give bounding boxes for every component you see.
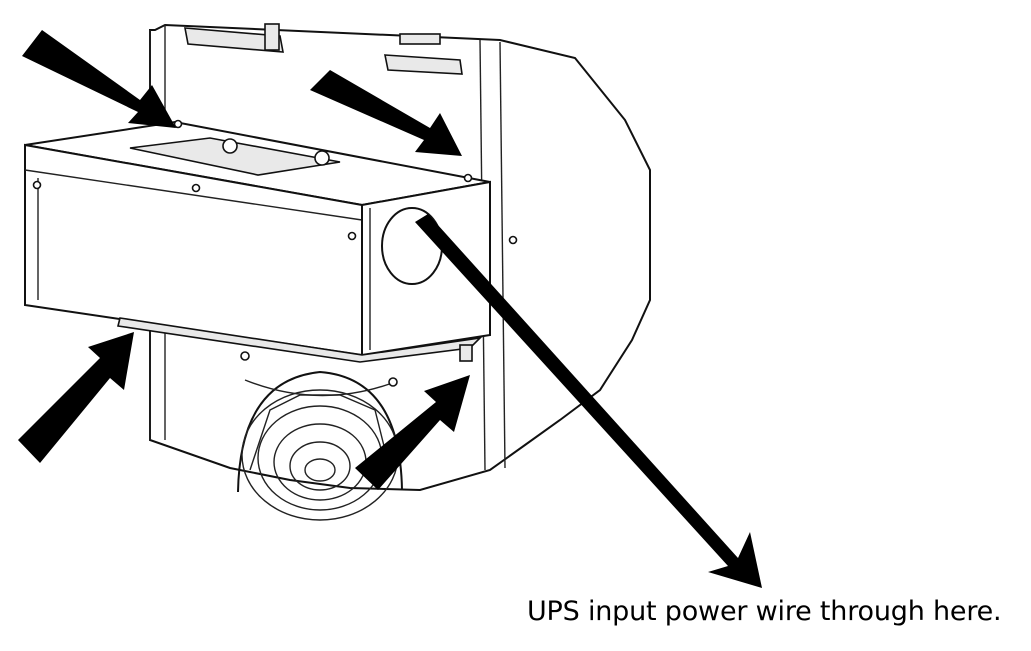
terminal-strip (129, 137, 341, 176)
top-bracket (184, 27, 284, 53)
mounting-box (24, 119, 491, 363)
caption-text: UPS input power wire through here. (527, 596, 1002, 627)
mount-arrow-top-left (22, 30, 176, 128)
pointer-arrows (18, 30, 762, 588)
mount-arrow-bottom-right (355, 375, 470, 490)
input-wire-arrow (415, 214, 762, 588)
mount-arrow-bottom-left (18, 332, 134, 463)
knockout-hole (381, 207, 443, 285)
mount-arrow-top-right (310, 70, 462, 156)
top-right-tab (384, 54, 463, 75)
